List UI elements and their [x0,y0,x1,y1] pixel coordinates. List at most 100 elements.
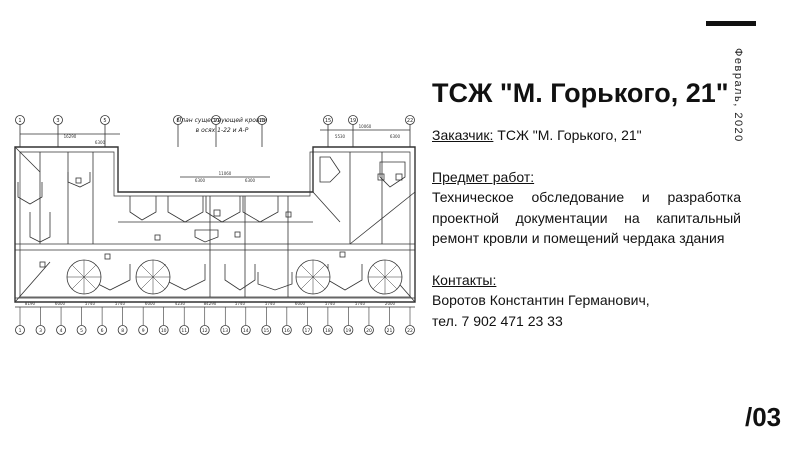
axis-marker-top: 15 [323,115,333,147]
svg-text:20: 20 [366,328,372,334]
dimension-label: 6300 [95,140,106,145]
accent-bar [706,21,756,26]
svg-text:17: 17 [305,328,311,334]
turret [66,259,102,295]
svg-text:10: 10 [213,118,219,124]
svg-text:14: 14 [243,328,249,334]
turret [295,259,331,295]
svg-text:10: 10 [161,328,167,334]
dimension-label: 5740 [265,301,276,306]
svg-text:19: 19 [350,118,356,124]
axis-marker-top: 19 [348,115,358,147]
svg-text:1: 1 [19,328,22,334]
axis-marker-bottom: 8 [117,307,128,335]
svg-text:5: 5 [103,118,106,124]
work-description: Техническое обследование и разработка пр… [432,189,741,246]
info-block: Заказчик: ТСЖ "М. Горького, 21" Предмет … [432,125,741,331]
svg-text:22: 22 [407,118,413,124]
svg-text:15: 15 [325,118,331,124]
svg-text:6: 6 [101,328,104,334]
dimension-label: 6000 [145,301,156,306]
dimension-label: 6000 [295,301,306,306]
axis-marker-bottom: 15 [261,307,272,335]
axis-marker-top: 22 [405,115,415,147]
axis-marker-bottom: 9 [138,307,149,335]
dimension-label: 5740 [355,301,366,306]
axis-marker-top: 1 [15,115,25,147]
svg-text:3: 3 [39,328,42,334]
dimension-label: 6300 [245,178,256,183]
dimension-label: 5740 [115,301,126,306]
svg-text:12: 12 [202,328,208,334]
svg-text:13: 13 [222,328,228,334]
axis-marker-bottom: 6 [97,307,108,335]
axis-marker-top: 10 [211,115,221,147]
work-label: Предмет работ: [432,168,535,185]
dimension-label: 5740 [85,301,96,306]
axis-marker-bottom: 13 [220,307,231,335]
contact-phone: тел. 7 902 471 23 33 [432,312,563,329]
svg-text:8: 8 [176,118,179,124]
dimension-label: 5740 [325,301,336,306]
axis-marker-bottom: 11 [179,307,190,335]
drawing-title-line1: План существующей кровли [177,117,268,124]
svg-text:19: 19 [346,328,352,334]
page-number: /03 [745,402,782,432]
client-label: Заказчик: [432,127,494,143]
svg-text:21: 21 [387,328,393,334]
axis-marker-top: 13 [257,115,267,147]
dimension-label: 6300 [195,178,206,183]
axis-marker-bottom: 14 [240,307,251,335]
axis-marker-top: 5 [100,115,110,147]
dimension-label: 2000 [385,301,396,306]
svg-text:15: 15 [263,328,269,334]
date-label: Февраль, 2020 [732,48,744,143]
dimension-label: 16290 [64,134,77,139]
svg-text:8: 8 [121,328,124,334]
svg-text:3: 3 [56,118,59,124]
contacts-label: Контакты: [432,271,497,288]
axis-marker-bottom: 21 [384,307,395,335]
svg-text:9: 9 [142,328,145,334]
axis-marker-bottom: 10 [158,307,169,335]
svg-text:18: 18 [325,328,331,334]
client-value: ТСЖ "М. Горького, 21" [493,127,642,143]
svg-text:22: 22 [407,328,413,334]
dimension-label: 10060 [359,124,372,129]
axis-marker-bottom: 12 [199,307,210,335]
dimension-label: 4230 [175,301,186,306]
svg-text:5: 5 [80,328,83,334]
turret [367,259,403,295]
dimension-label: 6300 [390,134,401,139]
axis-marker-bottom: 22 [405,307,415,335]
dimension-label: 5740 [235,301,246,306]
dimension-label: 6000 [55,301,66,306]
drawing-title-line2: в осях 1-22 и А-Р [196,127,249,134]
axis-marker-bottom: 19 [343,307,354,335]
axis-marker-bottom: 20 [364,307,374,335]
axis-marker-bottom: 3 [35,307,46,335]
client-line: Заказчик: ТСЖ "М. Горького, 21" [432,125,741,146]
turret [135,259,171,295]
svg-text:13: 13 [259,118,265,124]
svg-text:16: 16 [284,328,290,334]
axis-marker-bottom: 4 [56,307,66,335]
axis-marker-bottom: 5 [76,307,87,335]
axis-marker-bottom: 18 [322,307,333,335]
svg-text:11: 11 [181,328,187,334]
page-title: ТСЖ "М. Горького, 21" [432,78,729,108]
dimension-label: 5530 [335,134,346,139]
svg-text:1: 1 [18,118,21,124]
axis-marker-bottom: 16 [281,307,292,335]
dimension-label: 8190 [25,301,36,306]
axis-marker-top: 8 [173,115,183,147]
dimension-label: 11060 [219,171,232,176]
axis-marker-bottom: 1 [15,307,25,335]
contact-name: Воротов Константин Германович, [432,292,650,308]
svg-text:4: 4 [60,328,63,334]
dimension-label: 84290 [204,301,217,306]
axis-marker-bottom: 17 [302,307,313,335]
axis-marker-top: 3 [53,115,63,147]
